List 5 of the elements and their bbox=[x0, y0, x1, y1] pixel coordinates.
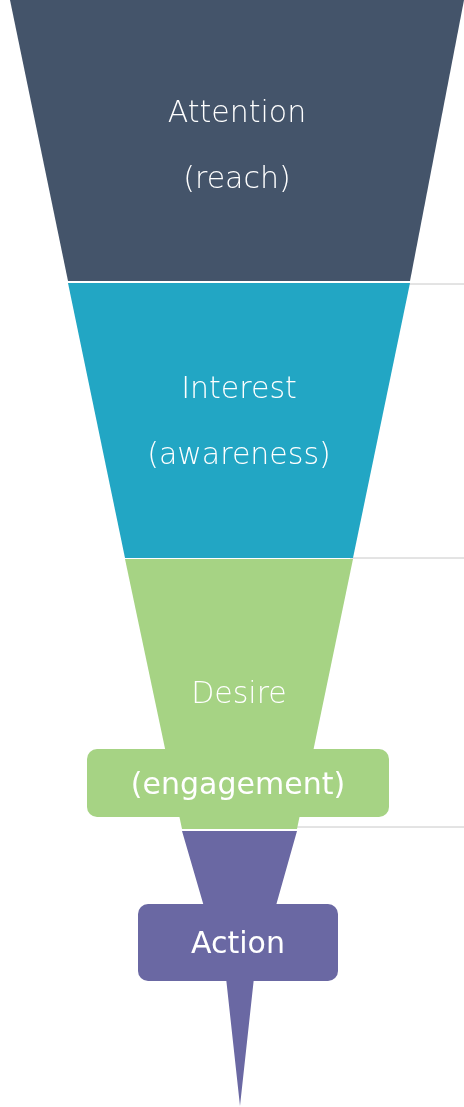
stage-label: Attention (reach) bbox=[166, 93, 308, 197]
stage-label: Desire bbox=[190, 674, 288, 712]
stage-label: Interest (awareness) bbox=[146, 369, 332, 473]
stage-label-tag: Action bbox=[138, 904, 338, 981]
stage-label-tag: (engagement) bbox=[87, 749, 389, 817]
